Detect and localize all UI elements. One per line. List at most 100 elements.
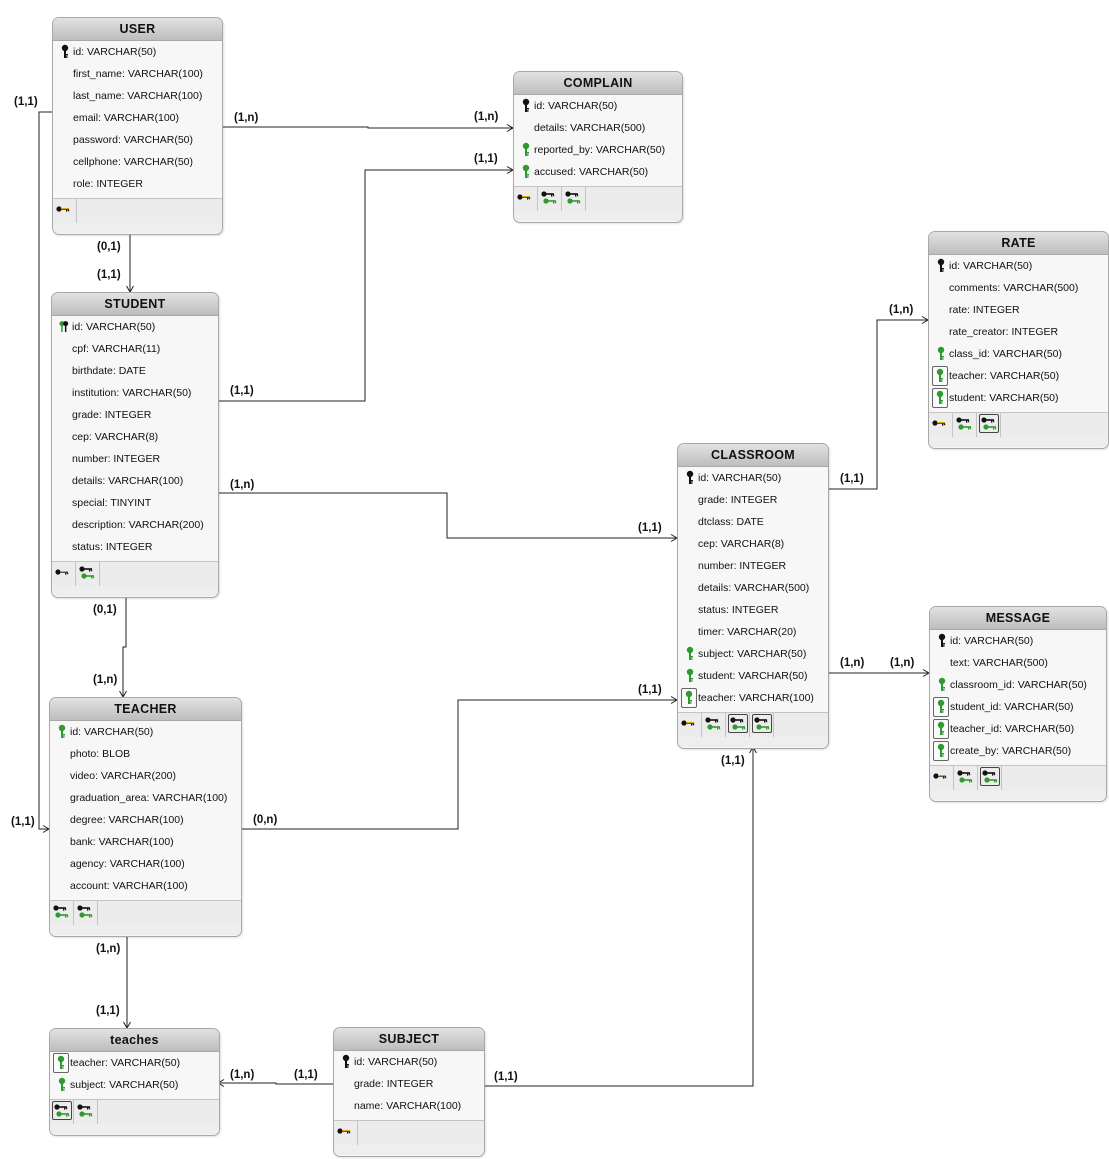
- table-field-row[interactable]: reported_by: VARCHAR(50): [514, 139, 682, 161]
- table-field-row[interactable]: account: VARCHAR(100): [50, 875, 241, 897]
- table-field-row[interactable]: subject: VARCHAR(50): [50, 1074, 219, 1096]
- foreign-index-icon[interactable]: [76, 903, 94, 921]
- foreign-index-icon[interactable]: [78, 564, 96, 582]
- foreign-index-icon[interactable]: [955, 415, 973, 433]
- table-field-row[interactable]: text: VARCHAR(500): [930, 652, 1106, 674]
- table-field-row[interactable]: cep: VARCHAR(8): [52, 426, 218, 448]
- table-field-row[interactable]: class_id: VARCHAR(50): [929, 343, 1108, 365]
- table-field-row[interactable]: id: VARCHAR(50): [334, 1051, 484, 1073]
- table-field-row[interactable]: dtclass: DATE: [678, 511, 828, 533]
- relationship-line[interactable]: [217, 492, 677, 539]
- table-field-row[interactable]: id: VARCHAR(50): [52, 316, 218, 338]
- table-field-row[interactable]: grade: INTEGER: [678, 489, 828, 511]
- primary-index-icon[interactable]: [54, 564, 72, 582]
- table-field-row[interactable]: number: INTEGER: [678, 555, 828, 577]
- field-label: details: VARCHAR(500): [534, 122, 646, 134]
- table-field-row[interactable]: teacher: VARCHAR(50): [929, 365, 1108, 387]
- table-field-row[interactable]: create_by: VARCHAR(50): [930, 740, 1106, 762]
- relationship-line[interactable]: [38, 111, 52, 830]
- table-field-row[interactable]: status: INTEGER: [52, 536, 218, 558]
- table-field-row[interactable]: teacher_id: VARCHAR(50): [930, 718, 1106, 740]
- table-field-row[interactable]: details: VARCHAR(500): [514, 117, 682, 139]
- relationship-line[interactable]: [827, 319, 928, 490]
- boxed-foreign-index-icon[interactable]: [979, 414, 999, 433]
- foreign-index-icon[interactable]: [564, 189, 582, 207]
- table-field-row[interactable]: last_name: VARCHAR(100): [53, 85, 222, 107]
- table-field-row[interactable]: teacher: VARCHAR(50): [50, 1052, 219, 1074]
- table-field-row[interactable]: grade: INTEGER: [52, 404, 218, 426]
- boxed-foreign-index-icon[interactable]: [752, 714, 772, 733]
- relationship-line[interactable]: [240, 699, 677, 830]
- table-field-row[interactable]: cep: VARCHAR(8): [678, 533, 828, 555]
- table-field-row[interactable]: details: VARCHAR(500): [678, 577, 828, 599]
- table-field-row[interactable]: password: VARCHAR(50): [53, 129, 222, 151]
- table-field-row[interactable]: degree: VARCHAR(100): [50, 809, 241, 831]
- table-field-row[interactable]: number: INTEGER: [52, 448, 218, 470]
- relationship-line[interactable]: [217, 169, 513, 402]
- table-field-row[interactable]: cellphone: VARCHAR(50): [53, 151, 222, 173]
- table-field-row[interactable]: id: VARCHAR(50): [514, 95, 682, 117]
- relationship-line[interactable]: [218, 1082, 333, 1085]
- table-field-row[interactable]: student: VARCHAR(50): [678, 665, 828, 687]
- table-field-row[interactable]: comments: VARCHAR(500): [929, 277, 1108, 299]
- table-field-row[interactable]: id: VARCHAR(50): [930, 630, 1106, 652]
- table-field-row[interactable]: id: VARCHAR(50): [53, 41, 222, 63]
- table-field-row[interactable]: rate: INTEGER: [929, 299, 1108, 321]
- table-field-row[interactable]: id: VARCHAR(50): [50, 721, 241, 743]
- primary-index-icon[interactable]: [932, 768, 950, 786]
- table-field-row[interactable]: timer: VARCHAR(20): [678, 621, 828, 643]
- relationship-line[interactable]: [122, 596, 127, 697]
- foreign-index-icon[interactable]: [52, 903, 70, 921]
- boxed-foreign-index-icon[interactable]: [980, 767, 1000, 786]
- table-field-row[interactable]: classroom_id: VARCHAR(50): [930, 674, 1106, 696]
- primary-index-icon[interactable]: [516, 189, 534, 207]
- table-field-row[interactable]: student: VARCHAR(50): [929, 387, 1108, 409]
- foreign-index-icon[interactable]: [956, 768, 974, 786]
- table-field-row[interactable]: accused: VARCHAR(50): [514, 161, 682, 183]
- pk-key-icon: [684, 470, 696, 485]
- foreign-index-icon[interactable]: [76, 1102, 94, 1120]
- table-field-row[interactable]: graduation_area: VARCHAR(100): [50, 787, 241, 809]
- table-field-row[interactable]: subject: VARCHAR(50): [678, 643, 828, 665]
- relationship-line[interactable]: [483, 747, 754, 1087]
- table-field-row[interactable]: description: VARCHAR(200): [52, 514, 218, 536]
- table-field-row[interactable]: name: VARCHAR(100): [334, 1095, 484, 1117]
- primary-index-icon[interactable]: [55, 201, 73, 219]
- primary-index-icon[interactable]: [680, 715, 698, 733]
- table-field-row[interactable]: rate_creator: INTEGER: [929, 321, 1108, 343]
- table-field-row[interactable]: grade: INTEGER: [334, 1073, 484, 1095]
- primary-index-icon[interactable]: [931, 415, 949, 433]
- foreign-index-icon[interactable]: [540, 189, 558, 207]
- table-field-row[interactable]: special: TINYINT: [52, 492, 218, 514]
- primary-index-icon[interactable]: [336, 1123, 354, 1141]
- table-field-row[interactable]: institution: VARCHAR(50): [52, 382, 218, 404]
- table-field-row[interactable]: email: VARCHAR(100): [53, 107, 222, 129]
- table-field-row[interactable]: id: VARCHAR(50): [678, 467, 828, 489]
- boxed-foreign-index-icon[interactable]: [728, 714, 748, 733]
- table-field-row[interactable]: teacher: VARCHAR(100): [678, 687, 828, 709]
- table-field-row[interactable]: student_id: VARCHAR(50): [930, 696, 1106, 718]
- table-field-row[interactable]: video: VARCHAR(200): [50, 765, 241, 787]
- relationship-line[interactable]: [221, 126, 513, 129]
- foreign-index-icon[interactable]: [704, 715, 722, 733]
- table-field-row[interactable]: birthdate: DATE: [52, 360, 218, 382]
- table-field-row[interactable]: bank: VARCHAR(100): [50, 831, 241, 853]
- table-field-row[interactable]: status: INTEGER: [678, 599, 828, 621]
- boxed-foreign-index-icon[interactable]: [52, 1101, 72, 1120]
- table-field-row[interactable]: details: VARCHAR(100): [52, 470, 218, 492]
- table-field-row[interactable]: first_name: VARCHAR(100): [53, 63, 222, 85]
- table-field-row[interactable]: cpf: VARCHAR(11): [52, 338, 218, 360]
- table-field-row[interactable]: role: INTEGER: [53, 173, 222, 195]
- table-field-row[interactable]: agency: VARCHAR(100): [50, 853, 241, 875]
- table-field-row[interactable]: id: VARCHAR(50): [929, 255, 1108, 277]
- table-field-row[interactable]: photo: BLOB: [50, 743, 241, 765]
